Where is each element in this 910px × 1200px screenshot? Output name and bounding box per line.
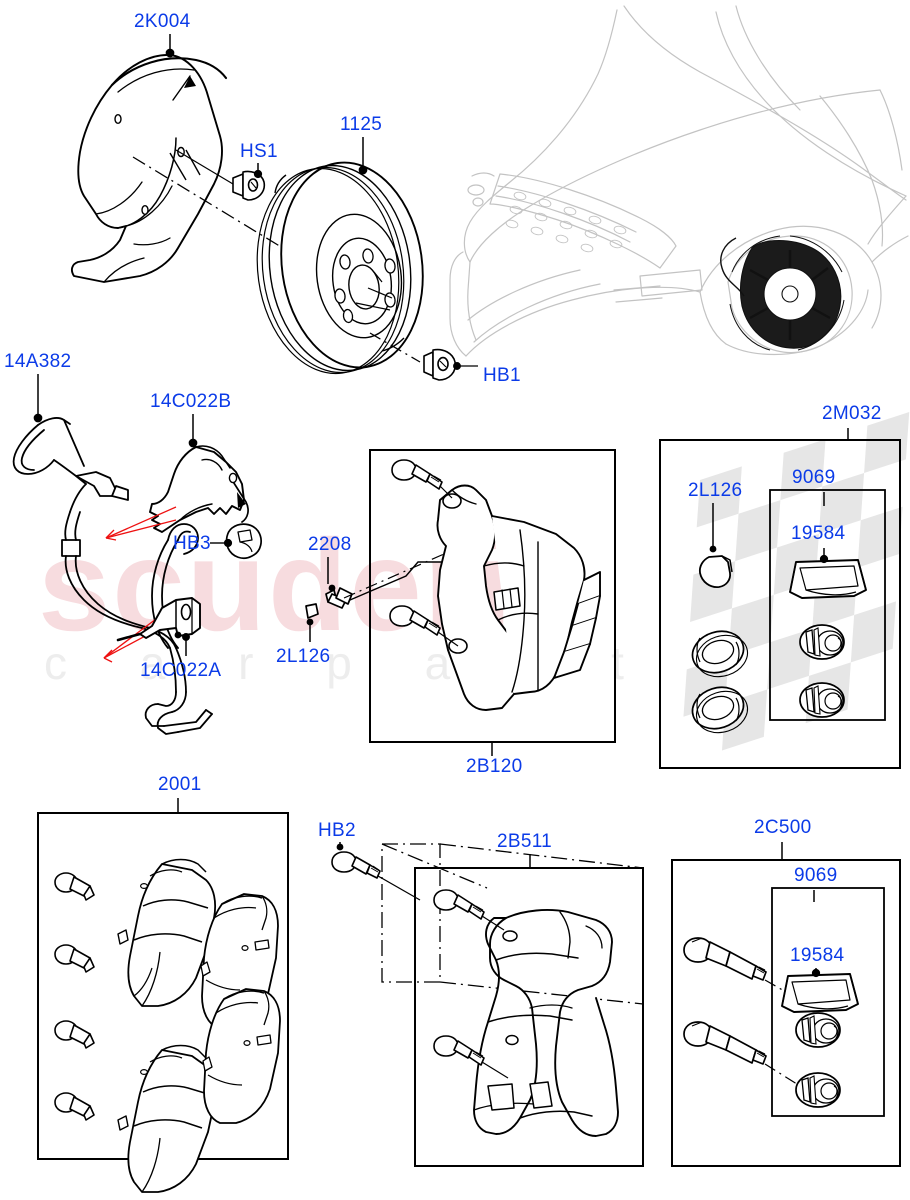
part-guide-bush-1 (799, 624, 845, 660)
leader-1125 (358, 137, 368, 175)
panel-2m032-border (659, 439, 901, 769)
label-2b120[interactable]: 2B120 (466, 756, 523, 777)
part-carrier-bolt-lower (433, 1035, 485, 1066)
label-14c022b[interactable]: 14C022B (150, 391, 232, 412)
part-2b511-anchor-bracket (473, 909, 619, 1137)
part-caliper-bolt-upper (391, 459, 443, 490)
part-19584-dust-boot-lower (781, 973, 859, 1013)
label-2001[interactable]: 2001 (158, 774, 202, 795)
carrier-bolt-axis-upper (481, 915, 505, 931)
label-2208[interactable]: 2208 (308, 534, 352, 555)
leader-hs1 (253, 163, 263, 179)
pad-shim-bolts (54, 872, 95, 1121)
part-14a382-abs-sensor (12, 417, 213, 735)
part-brake-pad-a1 (117, 858, 217, 1007)
leader-19584-lower (811, 968, 821, 978)
panel-2b511-border (414, 867, 644, 1167)
shield-lug-ticks (169, 149, 234, 185)
part-14c022b-bracket (149, 445, 249, 533)
leader-14c022b (188, 414, 198, 448)
bolt-axis-lower (437, 631, 459, 647)
part-guide-pin-upper (683, 937, 767, 981)
label-9069-upper[interactable]: 9069 (792, 467, 836, 488)
part-hb1-screw (423, 348, 457, 381)
part-piston-seal-2 (691, 686, 749, 734)
carrier-bolt-axis-lower (481, 1061, 509, 1079)
panel-2c500-border (671, 859, 901, 1167)
part-hs1-screw (232, 170, 266, 201)
label-2m032[interactable]: 2M032 (822, 403, 882, 424)
label-hb3[interactable]: HB3 (173, 533, 211, 554)
label-2c500[interactable]: 2C500 (754, 817, 812, 838)
leader-14c022a (182, 633, 190, 656)
label-2k004[interactable]: 2K004 (134, 11, 191, 32)
part-brake-pad-b2 (202, 988, 281, 1124)
vehicle-brake-highlight (720, 235, 845, 351)
part-2k004-splash-shield (70, 54, 228, 283)
phantom-outline-2b511 (381, 843, 644, 1005)
label-hs1[interactable]: HS1 (240, 141, 278, 162)
part-brake-pad-b1 (117, 1044, 217, 1193)
hb2-bolt-axis (377, 875, 421, 901)
label-19584-upper[interactable]: 19584 (791, 523, 846, 544)
part-2l126-bleed-cap (698, 545, 733, 588)
part-14c022a-bracket (116, 597, 201, 642)
part-piston-seal-1 (691, 630, 749, 678)
label-2l126-kit[interactable]: 2L126 (688, 480, 743, 501)
label-14a382[interactable]: 14A382 (4, 351, 72, 372)
part-hb3-bolt (225, 523, 262, 559)
label-1125[interactable]: 1125 (340, 114, 383, 135)
callout-clip-upper (105, 506, 177, 541)
leader-14a382 (33, 374, 43, 423)
centerline-union-caliper (343, 553, 445, 599)
label-2b511[interactable]: 2B511 (497, 831, 553, 852)
part-guide-bush-3 (795, 1012, 841, 1048)
part-1125-brake-disc (256, 161, 424, 375)
part-guide-pin-lower (683, 1021, 767, 1065)
vehicle-outline (449, 5, 909, 357)
label-9069-lower[interactable]: 9069 (794, 865, 838, 886)
label-14c022a[interactable]: 14C022A (140, 660, 222, 681)
leader-2k004 (165, 34, 175, 58)
part-guide-bush-2 (799, 682, 845, 718)
panel-9069-upper-border (769, 489, 886, 721)
leader-hb3 (210, 538, 233, 548)
label-19584-lower[interactable]: 19584 (790, 945, 845, 966)
panel-9069-lower-border (771, 887, 885, 1117)
part-19584-dust-boot-upper (789, 559, 867, 599)
leader-hb1 (369, 332, 478, 370)
part-guide-bush-4 (795, 1072, 841, 1108)
part-caliper-bolt-lower (389, 605, 441, 636)
leader-19584-upper (819, 548, 829, 564)
brake-pipe-to-caliper (349, 561, 447, 601)
part-hb2-bolt (331, 843, 381, 879)
guide-pin-axis-lower (764, 1063, 801, 1087)
watermark-tagline: c a r p a r t s (44, 637, 750, 689)
part-2b120-caliper (436, 484, 601, 711)
part-2l126-bleed-screw-upper (305, 603, 319, 626)
part-carrier-bolt-upper (433, 889, 485, 920)
label-2l126-upper[interactable]: 2L126 (276, 646, 331, 667)
label-hb2[interactable]: HB2 (318, 820, 356, 841)
label-hb1[interactable]: HB1 (483, 365, 521, 386)
bolt-axis-upper (439, 485, 453, 499)
